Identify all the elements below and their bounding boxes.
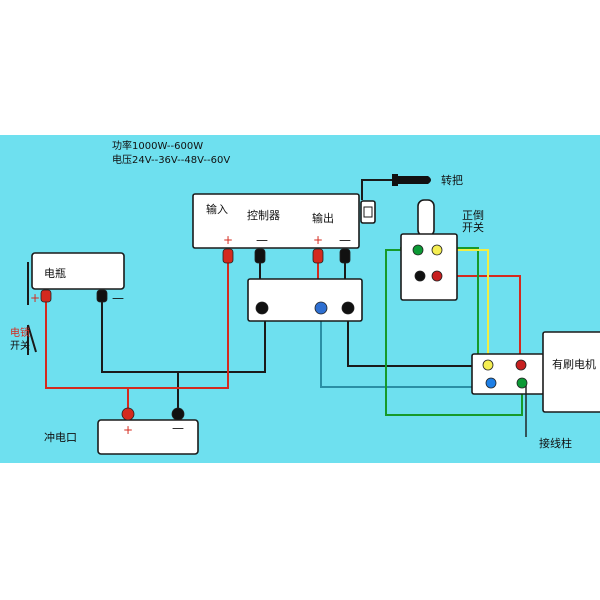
terminal-dots (412, 244, 528, 389)
voltage-spec-text: 电压24V--36V--48V--60V (112, 153, 230, 166)
reverse-switch-green-dot (412, 244, 424, 256)
charge-port-minus: — (172, 421, 184, 435)
wire-junction-to-charge (178, 320, 266, 373)
terminal-label: 接线柱 (539, 436, 572, 450)
junction-black-plug-right (341, 301, 355, 315)
motor-label: 有刷电机 (552, 357, 596, 371)
motor-yellow-dot (482, 359, 494, 371)
reverse-switch-black-dot (414, 270, 426, 282)
controller-box (192, 193, 360, 249)
throttle-connector-inner (363, 206, 373, 218)
controller-input-minus: — (256, 233, 268, 247)
controller-out-minus-plug (339, 248, 351, 264)
plugs (40, 248, 355, 421)
reverse-switch-label-2: 开关 (462, 220, 484, 234)
lock-switch-label-2: 开关 (10, 339, 30, 352)
motor-green-dot (516, 377, 528, 389)
throttle-grip-icon (392, 176, 431, 184)
controller-output-plus: + (313, 233, 323, 247)
charge-minus-plug (171, 407, 185, 421)
wire-blue-to-motor (320, 318, 492, 388)
charge-port-plus: + (123, 423, 133, 437)
throttle-label: 转把 (441, 173, 463, 187)
battery-plus-plug (40, 289, 52, 303)
junction-box (247, 278, 363, 322)
controller-output-minus: — (339, 233, 351, 247)
battery-plus: + (30, 291, 40, 305)
controller-output-label: 输出 (312, 211, 334, 225)
battery-label: 电瓶 (44, 266, 66, 280)
controller-plus-plug (222, 248, 234, 264)
controller-name-label: 控制器 (247, 208, 280, 222)
controller-minus-plug (254, 248, 266, 264)
controller-input-plus: + (223, 233, 233, 247)
reverse-switch-red-dot (431, 270, 443, 282)
motor-terminal-box (471, 353, 545, 395)
charge-port-label: 冲电口 (44, 430, 77, 444)
wire-throttle-cable (361, 179, 392, 200)
reverse-switch-box (400, 233, 458, 301)
battery-minus-plug (96, 289, 108, 303)
wire-battery-minus (101, 300, 179, 412)
charge-port-box (97, 419, 199, 455)
controller-out-plus-plug (312, 248, 324, 264)
charge-plus-plug (121, 407, 135, 421)
lock-switch-label-1: 电锁 (10, 326, 30, 339)
battery-minus: — (112, 291, 124, 305)
wire-green-upper (385, 249, 523, 416)
junction-blue-plug (314, 301, 328, 315)
motor-box (542, 331, 600, 413)
wire-lock-switch-blade (27, 324, 37, 353)
controller-input-label: 输入 (206, 202, 228, 216)
motor-red-dot (515, 359, 527, 371)
motor-blue-dot (485, 377, 497, 389)
throttle-grip-end (392, 174, 398, 186)
wire-battery-plus-loop (45, 262, 229, 389)
battery-box (31, 252, 125, 290)
throttle-connector (360, 200, 376, 224)
wire-output-to-motor (347, 318, 488, 367)
power-spec-text: 功率1000W--600W (112, 139, 203, 152)
reverse-switch-yellow-dot (431, 244, 443, 256)
reverse-switch-label-1: 正倒 (462, 209, 484, 222)
reverse-switch-lever (417, 199, 435, 237)
wire-red-to-motor (437, 275, 521, 366)
junction-black-plug-left (255, 301, 269, 315)
